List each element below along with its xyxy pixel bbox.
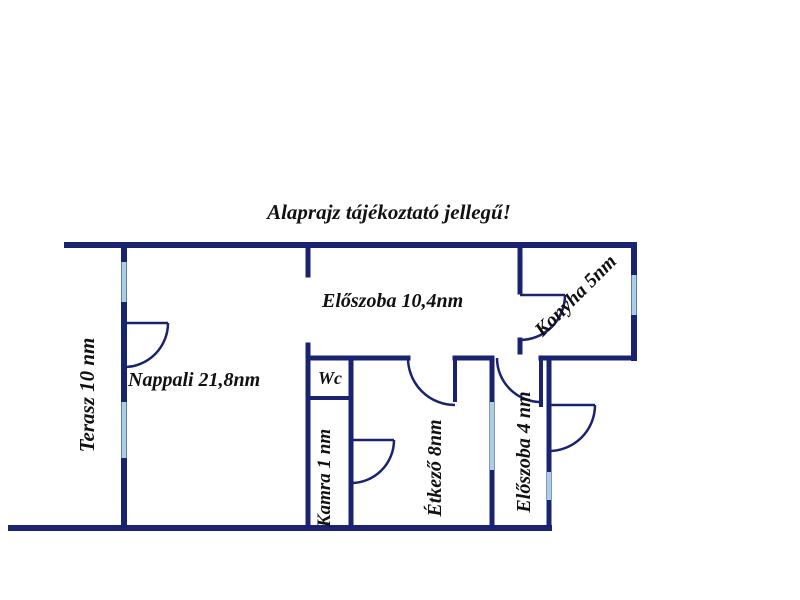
door-kitchen (519, 293, 567, 342)
door-terrace (123, 321, 170, 369)
room-label-eloszoba-2: Előszoba 4 nm (513, 391, 535, 513)
room-label-etkezo: Étkező 8nm (423, 419, 446, 517)
room-label-terasz: Terasz 10 nm (75, 338, 99, 453)
door-dining (406, 357, 456, 407)
room-label-kamra: Kamra 1 nm (314, 429, 335, 528)
room-label-eloszoba-1: Előszoba 10,4nm (321, 290, 463, 312)
room-label-wc: Wc (318, 368, 342, 388)
windows (121, 262, 637, 500)
door-hall2-exit (548, 403, 597, 453)
room-label-nappali: Nappali 21,8nm (127, 369, 260, 391)
doors (123, 293, 597, 485)
plan-title: Alaprajz tájékoztató jellegű! (265, 200, 511, 224)
door-hall2 (495, 357, 542, 404)
door-kamra (350, 438, 396, 485)
